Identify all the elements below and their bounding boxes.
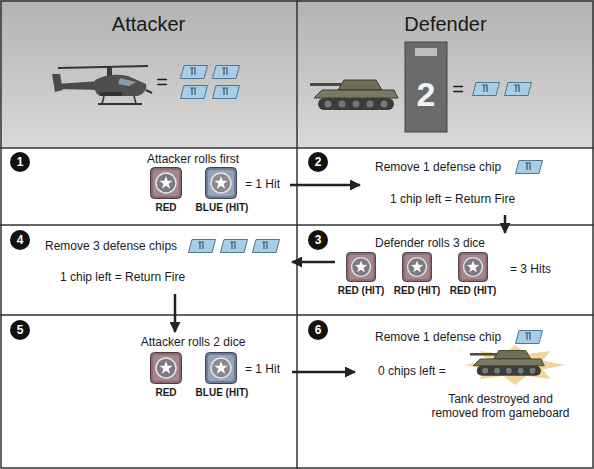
step-text: Remove 1 defense chip bbox=[375, 160, 513, 174]
die-label: RED bbox=[141, 202, 191, 214]
step-panel: Defender rolls 3 diceRED (HIT) RED (HIT) R… bbox=[335, 233, 585, 313]
callout-number: 1 bbox=[11, 155, 29, 169]
helicopter-icon bbox=[52, 66, 152, 104]
step-text: Remove 1 defense chip bbox=[375, 330, 513, 344]
result-text: = 1 Hit bbox=[245, 362, 290, 376]
callout-number: 6 bbox=[309, 323, 327, 337]
result-text: = 3 Hits bbox=[510, 262, 575, 276]
card-value: 2 bbox=[408, 74, 444, 115]
column-heading: Attacker bbox=[0, 12, 297, 36]
step-text: Attacker rolls first bbox=[133, 152, 253, 166]
callout-number: 3 bbox=[309, 233, 327, 247]
step-text: 1 chip left = Return Fire bbox=[390, 192, 550, 206]
step-panel: Remove 3 defense chips 1 chip left = Retu… bbox=[40, 232, 292, 294]
step-panel: Attacker rolls 2 diceREDBLUE (HIT) = 1 Hi… bbox=[130, 332, 292, 412]
callout-circles bbox=[10, 152, 328, 340]
step-text: Attacker rolls 2 dice bbox=[133, 335, 253, 349]
die-label: BLUE (HIT) bbox=[191, 202, 253, 214]
die-label: RED bbox=[141, 387, 191, 399]
die-label: BLUE (HIT) bbox=[191, 387, 253, 399]
die-label: RED (HIT) bbox=[335, 285, 387, 297]
callout-number: 2 bbox=[309, 155, 327, 169]
callout-number: 4 bbox=[11, 233, 29, 247]
flow-arrow bbox=[174, 294, 177, 332]
flow-arrow bbox=[504, 215, 507, 233]
step-text: Remove 3 defense chips bbox=[45, 239, 185, 253]
unit-card bbox=[405, 42, 447, 132]
step-panel: Attacker rolls firstREDBLUE (HIT) = 1 Hit bbox=[130, 150, 290, 220]
step-text: 1 chip left = Return Fire bbox=[60, 270, 220, 284]
tank-icon bbox=[310, 80, 398, 110]
flow-arrow bbox=[292, 371, 355, 374]
step-text: 0 chips left = bbox=[378, 364, 462, 378]
equals-sign: = bbox=[152, 70, 172, 94]
result-text: = 1 Hit bbox=[245, 177, 290, 191]
step-panel: Remove 1 defense chip 0 chips left = Tank … bbox=[355, 322, 587, 440]
equals-sign: = bbox=[448, 77, 468, 101]
step-text: Defender rolls 3 dice bbox=[355, 236, 505, 250]
explosion-tank bbox=[465, 345, 565, 385]
column-heading: Defender bbox=[297, 12, 594, 36]
column-header: Attacker bbox=[0, 0, 297, 148]
flow-arrow bbox=[292, 261, 335, 264]
column-header: Defender bbox=[297, 0, 594, 148]
step-panel: Remove 1 defense chip 1 chip left = Retur… bbox=[360, 155, 585, 215]
result-text: Tank destroyed and removed from gameboar… bbox=[428, 392, 573, 421]
die-label: RED (HIT) bbox=[447, 285, 499, 297]
die-label: RED (HIT) bbox=[391, 285, 443, 297]
callout-number: 5 bbox=[11, 323, 29, 337]
flow-arrow bbox=[290, 184, 360, 187]
